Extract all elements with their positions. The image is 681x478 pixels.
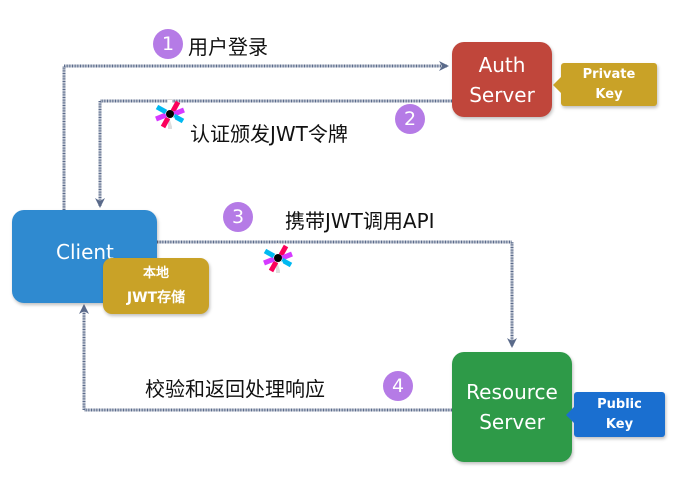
arrow-issue-token: [95, 99, 452, 208]
public-key-callout: Public Key: [566, 392, 665, 437]
arrow-response: [79, 304, 452, 412]
arrow-login: [62, 61, 449, 210]
step-2-badge: 2: [395, 104, 425, 134]
step-4-label: 校验和返回处理响应: [145, 377, 325, 401]
step-3-label: 携带JWT调用API: [285, 209, 435, 233]
auth-server-node: Auth Server: [452, 42, 552, 117]
step-2-label: 认证颁发JWT令牌: [190, 122, 348, 146]
step-4-badge: 4: [383, 371, 413, 401]
arrow-call-api: [157, 240, 517, 348]
private-key-callout: Private Key: [553, 63, 657, 106]
step-1-badge: 1: [153, 29, 183, 59]
step-1-label: 用户登录: [188, 35, 268, 59]
resource-server-node: Resource Server: [452, 352, 572, 462]
jwt-logo-icon: [156, 99, 184, 129]
local-jwt-storage: 本地 JWT存储: [103, 258, 209, 314]
step-3-badge: 3: [223, 202, 253, 232]
jwt-logo-icon: [264, 243, 292, 273]
